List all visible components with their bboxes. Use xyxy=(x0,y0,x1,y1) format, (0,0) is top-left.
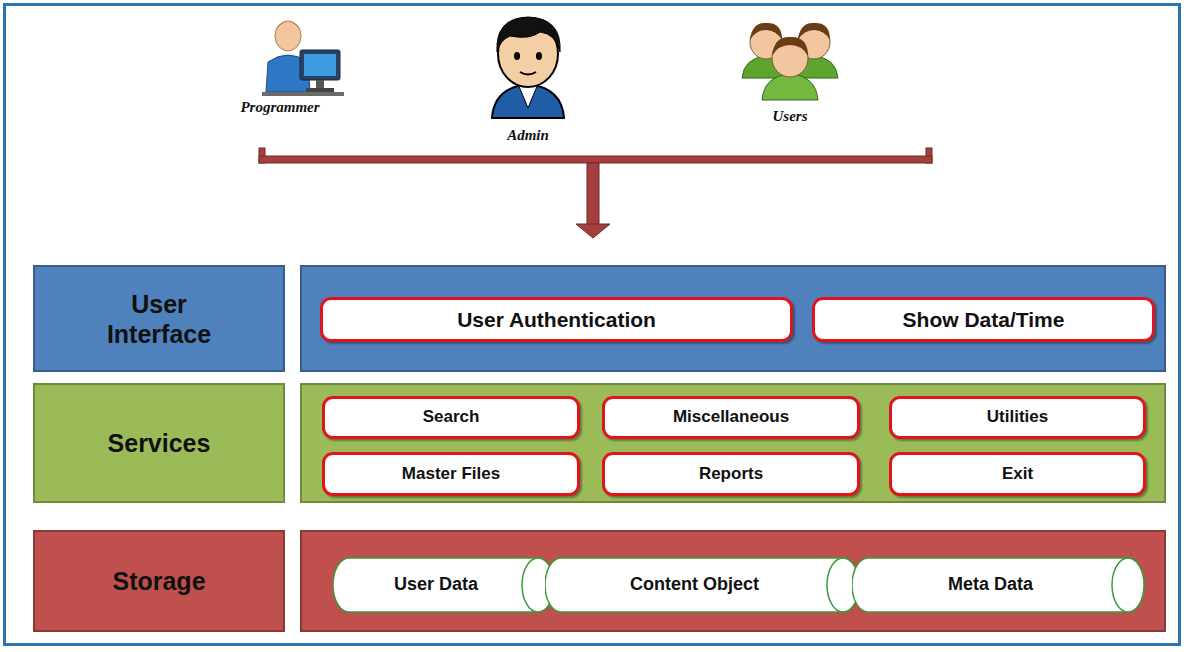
box-label: Search xyxy=(423,407,480,427)
service-box: Exit xyxy=(889,452,1146,496)
box-label: Content Object xyxy=(630,574,759,596)
users-icon xyxy=(742,23,838,100)
programmer-icon xyxy=(262,21,344,96)
role-label: Admin xyxy=(507,127,549,144)
service-box: Utilities xyxy=(889,396,1146,439)
box-label: User Data xyxy=(394,574,478,596)
box-label: Reports xyxy=(699,464,763,484)
admin-icon xyxy=(492,17,564,118)
box-label: Miscellaneous xyxy=(673,407,789,427)
cylinder-face xyxy=(1112,558,1144,612)
layer-label: Services xyxy=(33,383,285,503)
down-arrow xyxy=(576,163,610,238)
service-box: Master Files xyxy=(322,452,580,496)
service-box: Miscellaneous xyxy=(602,396,860,439)
layer-label: User Interface xyxy=(33,265,285,372)
box-label: Master Files xyxy=(402,464,500,484)
service-box: Search xyxy=(322,396,580,439)
layer-name: User Interface xyxy=(84,289,234,349)
box-label: Meta Data xyxy=(948,574,1033,596)
storage-cylinder: Content Object xyxy=(545,557,860,613)
box-label: Show Data/Time xyxy=(903,307,1065,332)
cylinder-body xyxy=(545,558,859,612)
layer-label: Storage xyxy=(33,530,285,632)
cylinder-body xyxy=(333,558,554,612)
service-box: Reports xyxy=(602,452,860,496)
component-box: User Authentication xyxy=(320,297,793,342)
role-label: Programmer xyxy=(240,99,319,116)
box-label: Utilities xyxy=(987,407,1048,427)
box-label: Exit xyxy=(1002,464,1033,484)
role-label: Users xyxy=(772,108,807,125)
box-label: User Authentication xyxy=(457,307,656,332)
layer-name: Storage xyxy=(112,566,205,596)
storage-cylinder: Meta Data xyxy=(852,557,1145,613)
storage-cylinder: User Data xyxy=(333,557,555,613)
cylinder-body xyxy=(852,558,1144,612)
layer-name: Services xyxy=(108,428,211,458)
bracket xyxy=(259,148,932,163)
component-box: Show Data/Time xyxy=(812,297,1155,342)
